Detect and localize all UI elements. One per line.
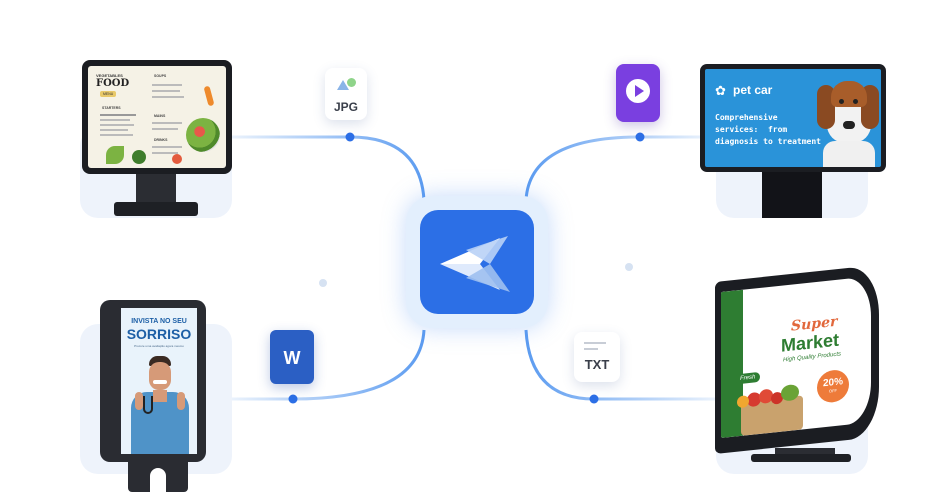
pet-title: pet car <box>733 83 773 97</box>
menu-display-device: VEGETABLES FOOD MENU SOUPS STARTERS MAIN… <box>78 60 234 220</box>
menu-badge: MENU <box>100 91 117 97</box>
menu-section: STARTERS <box>102 106 121 110</box>
connector-dot <box>635 132 645 142</box>
guide-dot <box>625 263 633 271</box>
image-thumbnail-icon <box>337 80 349 90</box>
menu-screen: VEGETABLES FOOD MENU SOUPS STARTERS MAIN… <box>88 66 226 168</box>
salad-bowl-icon <box>186 118 220 152</box>
paper-plane-logo <box>420 210 534 314</box>
discount-badge: 20% OFF <box>817 368 849 404</box>
dental-line-3: Procure uma avaliação agora mesmo <box>134 344 184 348</box>
market-screen: Super Market High Quality Products Fresh… <box>721 276 871 438</box>
carrot-icon <box>203 85 215 107</box>
dental-line-2: SORRISO <box>126 326 192 342</box>
market-fresh: Fresh <box>735 371 761 385</box>
connector-dot <box>589 394 599 404</box>
doctor-image <box>129 352 189 454</box>
jpg-label: JPG <box>333 100 358 114</box>
pet-line-1: Comprehensive <box>715 113 778 122</box>
jpg-file-icon: JPG <box>325 68 367 120</box>
word-label: W <box>283 348 301 368</box>
broccoli-icon <box>132 150 146 164</box>
paper-plane-icon <box>440 236 510 292</box>
guide-dot <box>319 279 327 287</box>
dental-screen: INVISTA NO SEU SORRISO Procure uma avali… <box>121 308 197 454</box>
grocery-bag-image <box>737 383 809 437</box>
word-file-icon: W <box>270 330 314 384</box>
dental-line-1: INVISTA NO SEU <box>131 318 187 325</box>
leaf-icon <box>106 146 124 164</box>
connector-top-left <box>232 135 426 201</box>
pet-display-device: ✿ pet car Comprehensive services: from d… <box>700 64 888 220</box>
connector-bottom-right <box>524 329 716 401</box>
connector-dot <box>345 132 355 142</box>
dog-image <box>813 75 881 167</box>
menu-title: FOOD <box>96 78 130 89</box>
video-file-icon <box>616 64 660 122</box>
pet-line-3: diagnosis to treatment <box>715 137 821 146</box>
play-icon <box>635 85 644 97</box>
menu-section: DRINKS <box>154 138 168 142</box>
connector-bottom-left <box>232 329 426 401</box>
pet-screen: ✿ pet car Comprehensive services: from d… <box>705 69 881 167</box>
txt-file-icon: TXT <box>574 332 620 382</box>
tomato-icon <box>172 154 182 164</box>
connector-top-right <box>524 135 706 201</box>
menu-section: SOUPS <box>154 74 167 78</box>
connector-dot <box>288 394 298 404</box>
txt-label: TXT <box>584 357 610 372</box>
pet-line-2: services: from <box>715 125 788 134</box>
hub-app-logo <box>406 196 548 328</box>
dental-kiosk-device: INVISTA NO SEU SORRISO Procure uma avali… <box>100 300 210 495</box>
menu-section: MAINS <box>154 114 166 118</box>
menu-title-small: VEGETABLES <box>96 73 123 78</box>
paw-icon: ✿ <box>715 83 726 98</box>
market-display-device: Super Market High Quality Products Fresh… <box>715 264 881 472</box>
